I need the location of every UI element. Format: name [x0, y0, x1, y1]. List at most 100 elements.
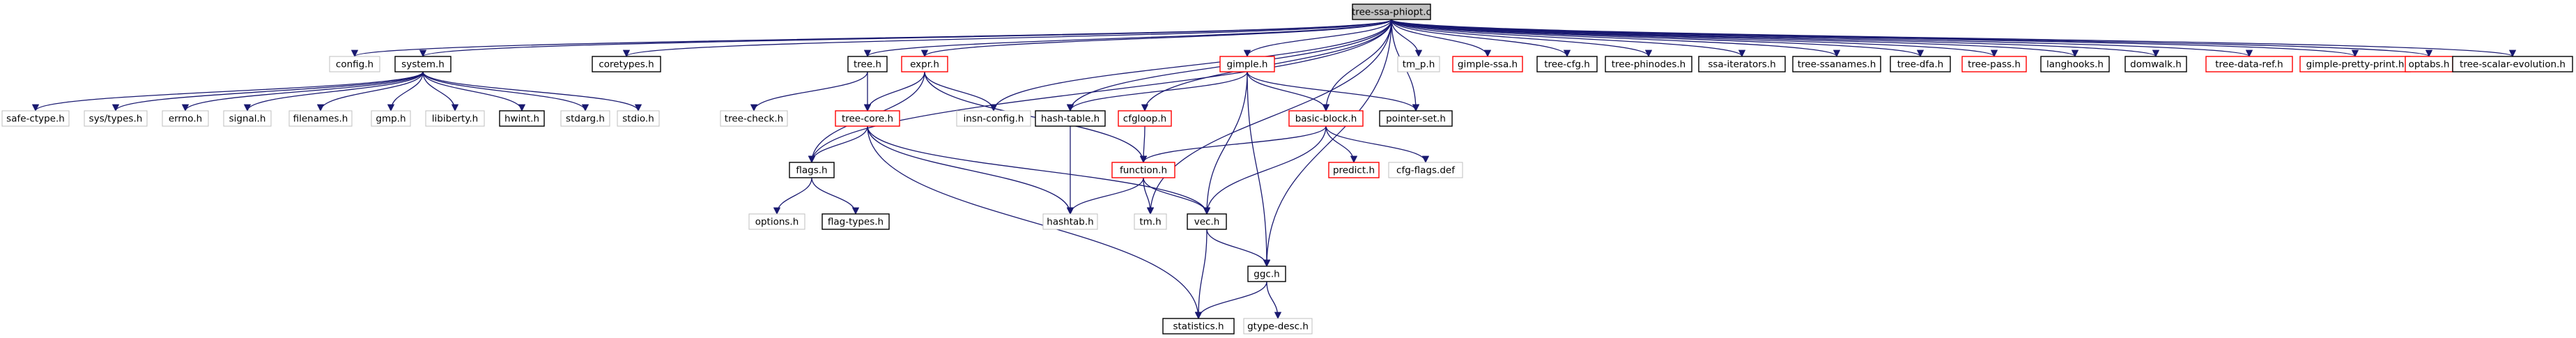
node-system-h[interactable]: system.h	[394, 56, 452, 72]
node-langhooks-h[interactable]: langhooks.h	[2040, 56, 2110, 72]
node-tree-h[interactable]: tree.h	[847, 56, 888, 72]
node-hwint-h[interactable]: hwint.h	[499, 110, 545, 127]
edge-root-to-tree-ssanames-h	[1391, 19, 1840, 58]
node-label: system.h	[401, 59, 445, 70]
node-label: vec.h	[1194, 217, 1220, 228]
node-pointer-set-h[interactable]: pointer-set.h	[1379, 110, 1453, 127]
node-label: ssa-iterators.h	[1708, 59, 1775, 70]
node-tree-dfa-h[interactable]: tree-dfa.h	[1890, 56, 1951, 72]
node-tree-phinodes-h[interactable]: tree-phinodes.h	[1605, 56, 1692, 72]
node-label: tree-pass.h	[1968, 59, 2021, 70]
node-box	[847, 56, 888, 72]
node-signal-h: signal.h	[223, 110, 272, 127]
node-libiberty-h: libiberty.h	[425, 110, 485, 127]
node-tree-pass-h[interactable]: tree-pass.h	[1961, 56, 2027, 72]
node-label: gtype-desc.h	[1247, 321, 1309, 332]
edge-flags-h-to-flag-types-h	[811, 177, 860, 215]
edge-root-to-tree-phinodes-h	[1391, 19, 1653, 58]
node-label: pointer-set.h	[1386, 114, 1446, 125]
node-expr-h[interactable]: expr.h	[901, 56, 948, 72]
edge-root-to-expr-h	[921, 19, 1392, 58]
edge-root-to-tree-cfg-h	[1391, 19, 1571, 58]
edge-root-to-tree-pass-h	[1391, 19, 1998, 58]
node-tm-h: tm.h	[1134, 213, 1167, 230]
node-box	[1219, 56, 1275, 72]
node-box	[371, 110, 411, 127]
node-box	[84, 110, 148, 127]
edge-flags-h-to-options-h	[773, 177, 812, 215]
edge-tree-core-h-to-flags-h	[808, 125, 868, 164]
node-ggc-h[interactable]: ggc.h	[1247, 266, 1286, 282]
node-root[interactable]: tree-ssa-phiopt.c	[1352, 3, 1431, 20]
node-label: tm.h	[1139, 217, 1161, 228]
edge-system-h-to-libiberty-h	[422, 71, 459, 112]
node-label: gimple-pretty-print.h	[2306, 59, 2405, 70]
edge-cfgloop-h-to-function-h	[1139, 125, 1148, 164]
node-vec-h[interactable]: vec.h	[1187, 213, 1227, 230]
node-label: tree-scalar-evolution.h	[2460, 59, 2566, 70]
node-tree-scalar-evolution-h[interactable]: tree-scalar-evolution.h	[2452, 56, 2573, 72]
node-cfgloop-h[interactable]: cfgloop.h	[1118, 110, 1172, 127]
node-sys-types-h: sys/types.h	[84, 110, 148, 127]
node-basic-block-h[interactable]: basic-block.h	[1288, 110, 1364, 127]
node-label: config.h	[336, 59, 373, 70]
node-gmp-h: gmp.h	[371, 110, 411, 127]
node-box	[1, 110, 70, 127]
edge-root-to-basic-block-h	[1322, 19, 1392, 112]
node-box	[1452, 56, 1523, 72]
node-box	[1388, 162, 1463, 178]
node-tree-data-ref-h[interactable]: tree-data-ref.h	[2205, 56, 2293, 72]
edge-system-h-to-safe-ctype-h	[31, 71, 424, 112]
node-function-h[interactable]: function.h	[1111, 162, 1175, 178]
node-gimple-h[interactable]: gimple.h	[1219, 56, 1275, 72]
node-ssa-iterators-h[interactable]: ssa-iterators.h	[1698, 56, 1786, 72]
node-options-h: options.h	[748, 213, 805, 230]
node-box	[901, 56, 948, 72]
edge-ggc-h-to-statistics-h	[1194, 281, 1267, 320]
node-box	[1288, 110, 1364, 127]
node-label: insn-config.h	[964, 114, 1024, 125]
node-tree-core-h[interactable]: tree-core.h	[835, 110, 900, 127]
node-label: statistics.h	[1173, 321, 1224, 332]
node-tree-ssanames-h[interactable]: tree-ssanames.h	[1792, 56, 1881, 72]
node-gtype-desc-h: gtype-desc.h	[1243, 318, 1313, 335]
node-box	[789, 162, 835, 178]
edge-function-h-to-hashtab-h	[1066, 177, 1144, 215]
edge-root-to-flags-h	[808, 19, 1392, 164]
node-box	[2205, 56, 2293, 72]
node-domwalk-h[interactable]: domwalk.h	[2124, 56, 2187, 72]
edge-expr-h-to-tree-core-h	[863, 71, 925, 112]
node-flags-h[interactable]: flags.h	[789, 162, 835, 178]
node-tree-cfg-h[interactable]: tree-cfg.h	[1536, 56, 1598, 72]
node-label: tree.h	[854, 59, 881, 70]
node-coretypes-h[interactable]: coretypes.h	[592, 56, 661, 72]
node-errno-h: errno.h	[162, 110, 209, 127]
edge-root-to-tree-dfa-h	[1391, 19, 1924, 58]
node-label: ggc.h	[1254, 269, 1279, 280]
edge-gimple-h-to-vec-h	[1203, 71, 1248, 215]
node-box	[748, 213, 805, 230]
node-label: sys/types.h	[89, 114, 143, 125]
node-predict-h[interactable]: predict.h	[1328, 162, 1380, 178]
node-label: optabs.h	[2409, 59, 2450, 70]
node-tree-check-h: tree-check.h	[720, 110, 788, 127]
edge-system-h-to-sys-types-h	[111, 71, 424, 112]
node-box	[617, 110, 660, 127]
node-box	[1035, 110, 1106, 127]
node-gimple-pretty-print-h[interactable]: gimple-pretty-print.h	[2299, 56, 2411, 72]
edge-vec-h-to-statistics-h	[1194, 229, 1208, 320]
node-hash-table-h[interactable]: hash-table.h	[1035, 110, 1106, 127]
node-box	[1397, 56, 1440, 72]
node-box	[1605, 56, 1692, 72]
node-gimple-ssa-h[interactable]: gimple-ssa.h	[1452, 56, 1523, 72]
edge-gimple-h-to-hash-table-h	[1066, 71, 1248, 112]
node-statistics-h[interactable]: statistics.h	[1162, 318, 1235, 335]
edge-root-to-tree-h	[864, 19, 1392, 58]
node-optabs-h[interactable]: optabs.h	[2405, 56, 2453, 72]
node-box	[1890, 56, 1951, 72]
node-label: hash-table.h	[1041, 114, 1100, 125]
node-label: stdarg.h	[566, 114, 605, 125]
node-box	[1243, 318, 1313, 335]
node-flag-types-h[interactable]: flag-types.h	[822, 213, 890, 230]
